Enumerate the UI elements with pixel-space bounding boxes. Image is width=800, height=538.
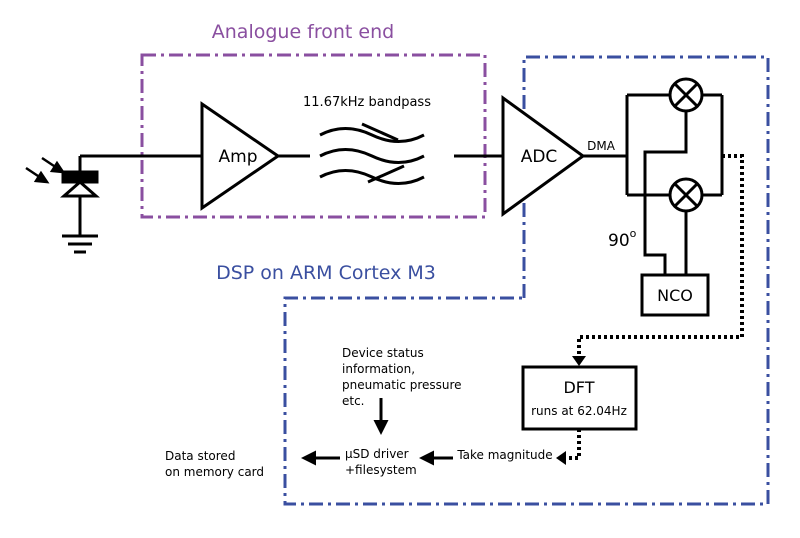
magnitude-label: Take magnitude — [456, 448, 552, 462]
nco-block: NCO — [640, 273, 710, 317]
light-arrow-icon — [25, 156, 66, 184]
bandpass-filter-icon — [319, 122, 425, 185]
amp-block: Amp — [200, 101, 281, 211]
analogue-front-end-title: Analogue front end — [212, 21, 394, 43]
bandpass-label: 11.67kHz bandpass — [303, 95, 431, 110]
amp-label: Amp — [219, 147, 258, 167]
dft-block: DFT runs at 62.04Hz — [521, 365, 638, 431]
dsp-region-title: DSP on ARM Cortex M3 — [216, 262, 436, 284]
wire-nco-top-mixer — [643, 111, 688, 275]
usd-driver-label: µSD driver +filesystem — [345, 447, 417, 477]
ground-icon — [62, 234, 98, 254]
dft-subtitle: runs at 62.04Hz — [531, 404, 627, 418]
adc-label: ADC — [521, 147, 558, 167]
nco-label: NCO — [657, 286, 693, 305]
dotted-wire-mixers-dft — [577, 154, 744, 358]
adc-block: ADC — [501, 95, 586, 217]
mixer-icon — [668, 177, 704, 213]
analogue-front-end-region: Analogue front end — [140, 21, 487, 219]
device-status-label: Device status information, pneumatic pre… — [342, 346, 465, 408]
dsp-region: DSP on ARM Cortex M3 — [216, 55, 770, 506]
dft-input-arrowhead — [572, 356, 586, 366]
photodiode-icon — [60, 156, 100, 236]
dotted-wire-dft-magnitude — [566, 429, 581, 460]
phase-label: 90o — [608, 227, 637, 251]
mixer-icon — [668, 77, 704, 113]
dft-title: DFT — [563, 378, 594, 397]
data-stored-label: Data stored on memory card — [165, 449, 264, 479]
dma-label: DMA — [587, 139, 616, 153]
magnitude-arrowhead — [556, 451, 566, 465]
